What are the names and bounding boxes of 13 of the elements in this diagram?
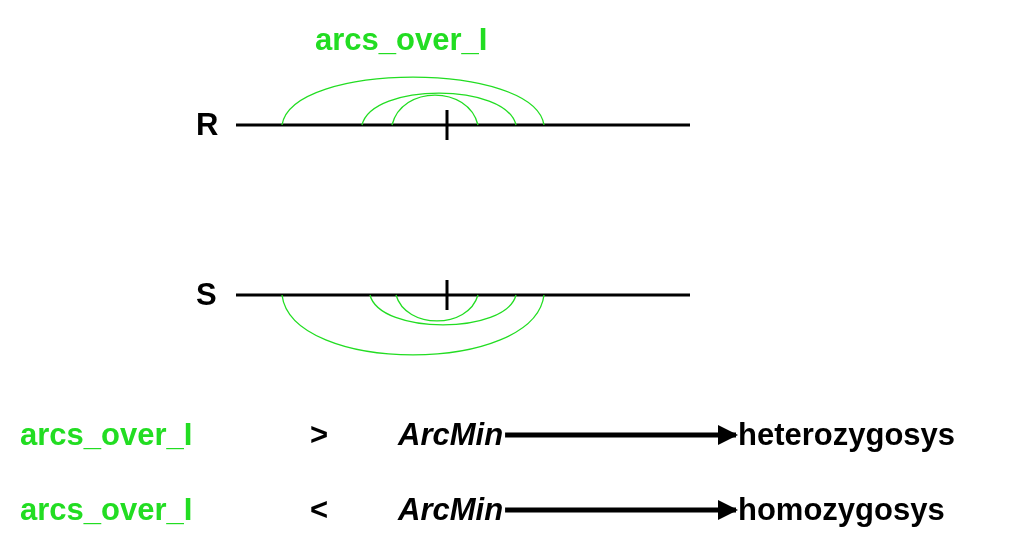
variable-label: arcs_over_I (20, 492, 193, 528)
threshold-label: ArcMin (398, 492, 504, 528)
threshold-label: ArcMin (398, 417, 504, 453)
arrow (505, 500, 738, 520)
result-label: heterozygosys (738, 417, 956, 453)
arrow (505, 425, 738, 445)
variable-label: arcs_over_I (315, 22, 488, 58)
comparison-sign: < (310, 492, 329, 528)
result-label: homozygosys (738, 492, 945, 528)
chromosome-label: S (196, 277, 217, 313)
comparison-sign: > (310, 417, 329, 453)
variable-label: arcs_over_I (20, 417, 193, 453)
chromosome-label: R (196, 107, 219, 143)
